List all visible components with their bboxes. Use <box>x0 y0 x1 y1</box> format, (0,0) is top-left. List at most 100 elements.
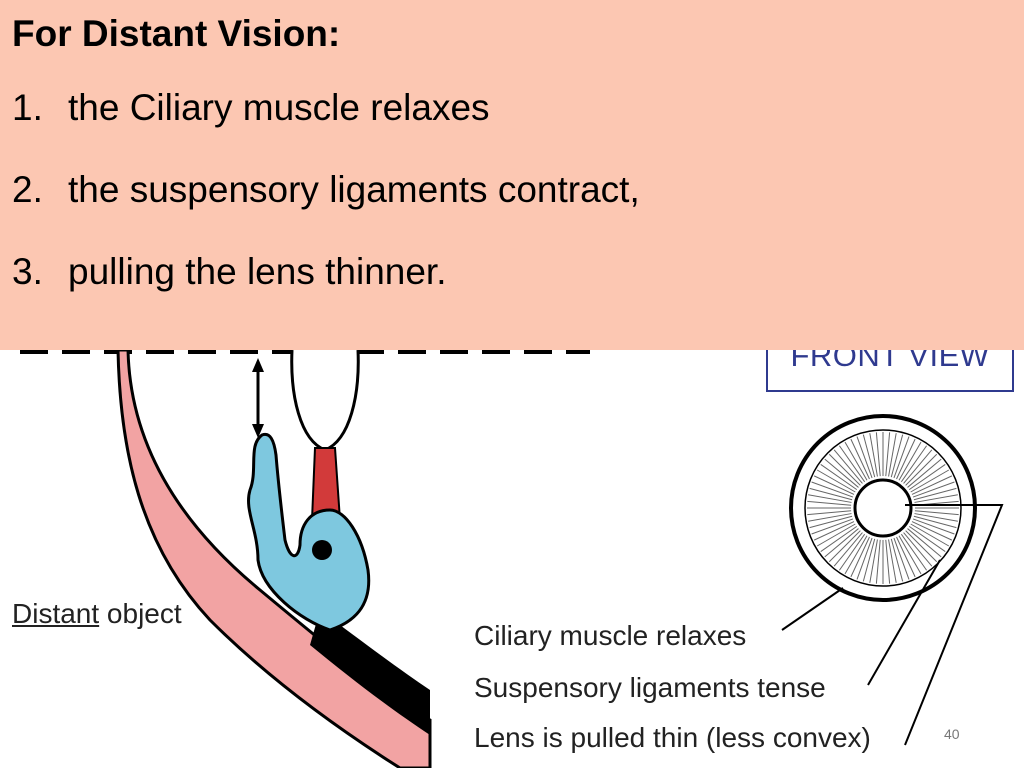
list-item: 2. the suspensory ligaments contract, <box>12 166 1012 214</box>
radial-fiber <box>869 539 878 583</box>
list-item-text: pulling the lens thinner. <box>68 251 447 292</box>
radial-fiber <box>900 533 928 571</box>
radial-fiber <box>809 487 853 501</box>
radial-fiber <box>907 528 942 558</box>
radial-fiber <box>885 432 891 477</box>
radial-fiber <box>885 539 891 584</box>
radial-fiber <box>913 487 957 501</box>
radial-fiber <box>856 537 873 580</box>
radial-fiber <box>910 469 950 493</box>
lens-shape <box>290 349 360 452</box>
radial-fiber <box>908 463 946 491</box>
radial-fiber <box>898 441 922 481</box>
radial-fiber <box>808 494 852 503</box>
radial-fiber <box>811 518 854 535</box>
radial-fiber <box>911 475 953 495</box>
radial-fiber <box>910 523 950 547</box>
radial-fiber <box>888 539 897 583</box>
pointer-line-lens <box>904 504 1004 746</box>
distant-vision-textbox: For Distant Vision: 1. the Ciliary muscl… <box>0 0 1024 350</box>
list-item: 3. pulling the lens thinner. <box>12 248 1012 296</box>
radial-fiber <box>807 500 852 506</box>
radial-fiber <box>856 436 873 479</box>
list-item: 1. the Ciliary muscle relaxes <box>12 84 1012 132</box>
radial-fiber <box>811 481 854 498</box>
front-view-inner-ring <box>804 429 962 587</box>
list-item-text: the Ciliary muscle relaxes <box>68 87 490 128</box>
radial-fiber <box>850 438 870 480</box>
radial-fiber <box>838 533 866 571</box>
radial-fiber <box>907 458 942 488</box>
radial-fiber <box>893 436 910 479</box>
radial-fiber <box>900 445 928 483</box>
radial-fiber <box>824 458 859 488</box>
radial-fiber <box>896 438 916 480</box>
pointer-line-suspensory <box>867 559 941 686</box>
radial-fiber <box>890 538 904 582</box>
radial-fiber <box>912 518 955 535</box>
radial-fiber <box>824 528 859 558</box>
pointer-line-ciliary <box>781 587 844 631</box>
radial-fiber <box>862 434 876 478</box>
radial-fiber <box>875 432 881 477</box>
radial-fiber <box>816 523 856 547</box>
radial-fiber <box>896 536 916 578</box>
textbox-heading: For Distant Vision: <box>12 13 341 54</box>
radial-fiber <box>903 449 933 484</box>
front-view-lens-circle <box>853 478 913 538</box>
radial-fiber <box>875 539 881 584</box>
radial-fiber <box>890 434 904 478</box>
radial-fiber <box>816 469 856 493</box>
distant-word: Distant <box>12 598 100 629</box>
radial-fiber <box>844 535 868 575</box>
ciliary-dot <box>312 540 332 560</box>
ciliary-body <box>247 432 371 632</box>
radial-fiber <box>862 538 876 582</box>
radial-fiber <box>833 449 863 484</box>
radial-fiber <box>905 530 938 563</box>
radial-fiber <box>820 463 858 491</box>
label-ciliary-muscle-relaxes: Ciliary muscle relaxes <box>474 620 747 651</box>
list-item-number: 3. <box>12 251 43 292</box>
radial-fiber <box>828 530 861 563</box>
radial-fiber <box>914 513 958 522</box>
choroid-band <box>310 610 430 735</box>
radial-fiber <box>913 515 957 529</box>
arrow-head-up <box>252 358 264 372</box>
slide-number: 40 <box>944 726 960 742</box>
label-suspensory-ligaments-tense: Suspensory ligaments tense <box>474 672 826 703</box>
radial-fiber <box>912 481 955 498</box>
radial-fiber <box>813 521 855 541</box>
radial-fiber <box>844 441 868 481</box>
radial-fiber <box>807 510 852 516</box>
radial-fiber <box>898 535 922 575</box>
radial-fiber <box>914 494 958 503</box>
radial-fiber <box>820 525 858 553</box>
radial-fiber <box>888 433 897 477</box>
radial-fiber <box>911 521 953 541</box>
radial-fiber <box>838 445 866 483</box>
radial-fiber <box>813 475 855 495</box>
list-item-number: 1. <box>12 87 43 128</box>
radial-fiber <box>903 532 933 567</box>
radial-fiber <box>828 453 861 486</box>
radial-fiber <box>908 525 946 553</box>
radial-fiber <box>869 433 878 477</box>
steps-list: 1. the Ciliary muscle relaxes 2. the sus… <box>12 84 1012 296</box>
label-lens-pulled-thin: Lens is pulled thin (less convex) <box>474 722 871 753</box>
radial-fiber <box>808 513 852 522</box>
radial-fiber <box>850 536 870 578</box>
sclera-band <box>116 348 432 768</box>
distant-object-label: Distant object <box>12 598 182 630</box>
list-item-number: 2. <box>12 169 43 210</box>
radial-fiber <box>893 537 910 580</box>
object-word: object <box>99 598 182 629</box>
radial-fiber <box>905 453 938 486</box>
arrow-head-down <box>252 424 264 438</box>
list-item-text: the suspensory ligaments contract, <box>68 169 640 210</box>
radial-fiber <box>833 532 863 567</box>
radial-fiber <box>914 510 959 516</box>
radial-fiber <box>809 515 853 529</box>
